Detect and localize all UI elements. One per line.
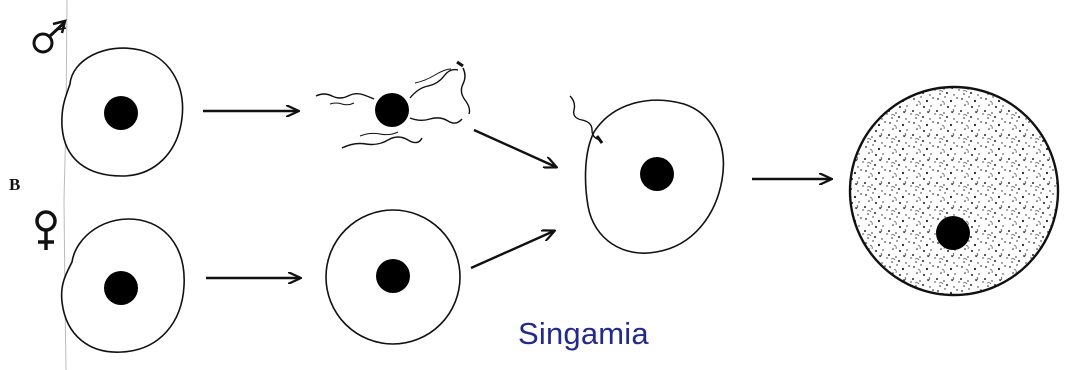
sperm-flagellum (360, 132, 398, 136)
zygote-nucleus (936, 216, 970, 250)
zygote-cell (850, 87, 1058, 295)
male-cell (62, 48, 183, 176)
male-symbol-icon (34, 21, 66, 52)
egg-cell-nucleus (376, 259, 410, 293)
sperm-flagellum (461, 68, 469, 114)
female-symbol-icon (37, 212, 55, 250)
egg-cell (326, 210, 460, 344)
diagram-caption: Singamia (518, 318, 649, 349)
panel-letter: B (9, 176, 20, 193)
male-cell-nucleus (104, 96, 138, 130)
arrow-egg-to-fertilization (471, 231, 554, 268)
female-cell (62, 219, 185, 352)
sperm-flagellum (410, 118, 462, 123)
sperm-flagellum (330, 103, 354, 105)
fertilizing-cell-nucleus (640, 157, 674, 191)
sperm-flagellum (415, 69, 451, 83)
sperm-flagellum (316, 94, 374, 99)
fertilizing-cell (570, 96, 723, 253)
sperm-flagellum (410, 70, 458, 98)
sperm-nucleus (375, 93, 409, 127)
female-cell-nucleus (104, 271, 138, 305)
sperm-flagellum (342, 137, 422, 148)
spermatozoa-group (316, 62, 470, 148)
sperm-head (457, 62, 463, 66)
arrow-sperm-to-fertilization (474, 130, 556, 167)
